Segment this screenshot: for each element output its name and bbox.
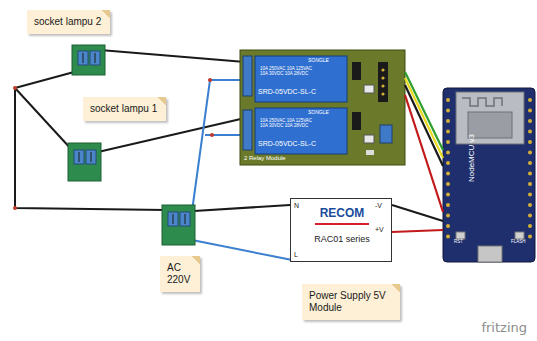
pin (446, 193, 450, 197)
mains-wires (15, 50, 290, 211)
pin (446, 109, 450, 113)
pin (446, 151, 450, 155)
pin (446, 172, 450, 176)
pin (528, 151, 532, 155)
wire (405, 95, 443, 212)
wire (392, 230, 443, 232)
button-label: RST (454, 240, 474, 245)
terminal-block (162, 205, 195, 245)
brand-text: SONGLE (308, 58, 342, 64)
brand-text: SONGLE (308, 110, 342, 116)
pin (446, 224, 450, 228)
pin (528, 172, 532, 176)
label-note: AC 220V (160, 256, 200, 292)
pin (528, 193, 532, 197)
pin (528, 119, 532, 123)
pin-label: -V (375, 202, 391, 210)
pin (446, 119, 450, 123)
pin (528, 98, 532, 102)
pin (446, 203, 450, 207)
pin-label: L (294, 251, 304, 259)
pin (528, 235, 532, 239)
label-note: Power Supply 5V Module (302, 284, 400, 320)
pin (446, 214, 450, 218)
pin (446, 98, 450, 102)
pin (528, 140, 532, 144)
pin (446, 182, 450, 186)
model-text: SRD-05VDC-SL-C (258, 140, 338, 148)
logo-underline (315, 223, 369, 225)
relay-board (240, 50, 405, 165)
note-text: Power Supply 5V Module (309, 290, 391, 314)
pin (446, 235, 450, 239)
module-name: 2 Relay Module (244, 155, 314, 162)
wire (392, 205, 443, 221)
note-text: socket lampu 1 (90, 103, 157, 115)
pin-label: +V (375, 226, 391, 234)
pin (528, 214, 532, 218)
pin (528, 203, 532, 207)
terminal-block (72, 45, 105, 75)
pin (528, 161, 532, 165)
watermark: fritzing (481, 320, 527, 335)
pin (446, 161, 450, 165)
brand-logo: RECOM (311, 207, 373, 220)
note-text: socket lampu 2 (34, 16, 101, 28)
nodemcu-board (443, 88, 535, 262)
pin (446, 130, 450, 134)
wire-joints (13, 78, 214, 210)
pin (446, 140, 450, 144)
model-text: SRD-05VDC-SL-C (258, 88, 338, 96)
power-supply-module: RECOM RAC01 series N L -V +V (290, 198, 392, 262)
label-note: socket lampu 1 (83, 97, 166, 121)
board-name: NodeMCU v3 (468, 122, 477, 182)
relay-module: SONGLE 10A 250VAC 10A 125VAC 10A 30VDC 10… (240, 50, 405, 165)
terminal-block (68, 143, 101, 181)
header-pins (446, 98, 532, 239)
pin (528, 130, 532, 134)
series-text: RAC01 series (303, 235, 381, 245)
pin (528, 109, 532, 113)
rating-text: 10A 250VAC 10A 125VAC 10A 30VDC 10A 28VD… (260, 119, 320, 129)
nodemcu-board: NodeMCU v3 RST FLASH (443, 88, 535, 262)
rating-text: 10A 250VAC 10A 125VAC 10A 30VDC 10A 28VD… (260, 67, 320, 77)
pin-label: N (294, 202, 304, 210)
button-label: FLASH (511, 240, 533, 245)
wire (405, 78, 443, 158)
note-text: AC 220V (167, 262, 191, 286)
pin (528, 224, 532, 228)
pin (528, 182, 532, 186)
label-note: socket lampu 2 (27, 10, 110, 34)
